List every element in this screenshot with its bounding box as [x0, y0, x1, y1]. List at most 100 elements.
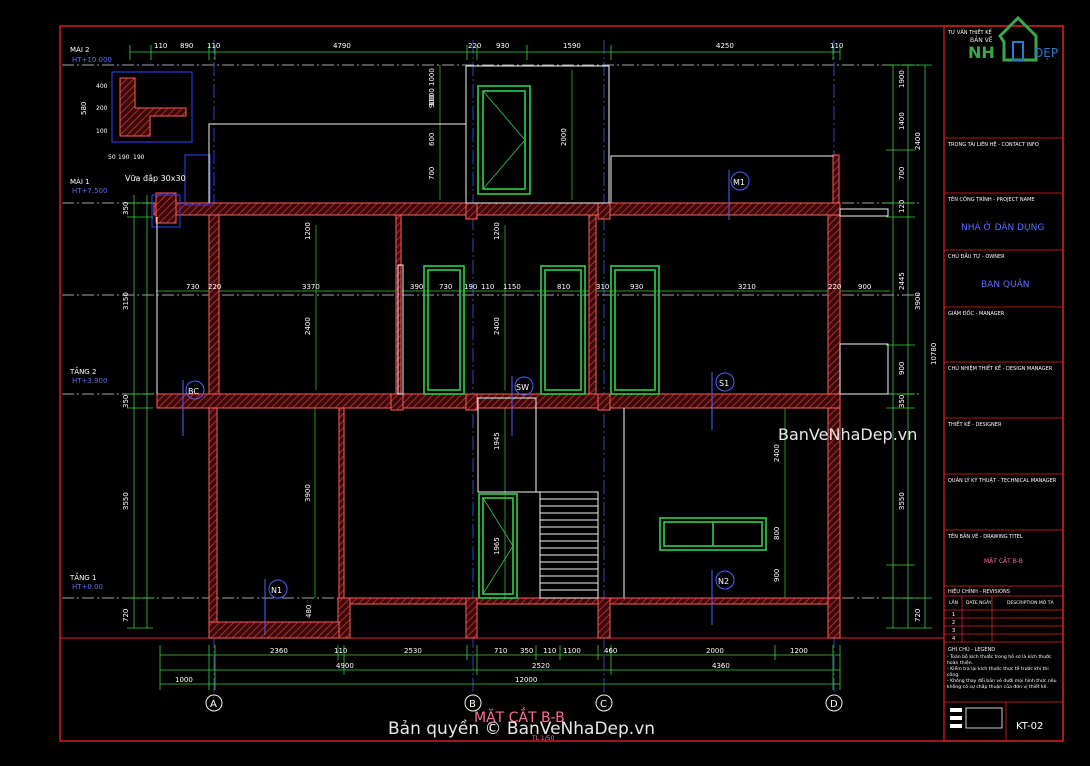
top-dimension-chain	[129, 45, 841, 60]
vertical-dim-text: 580 3150 3550 350 350 720 480 1000 1000 …	[80, 68, 938, 622]
vdim-left-6: 720	[122, 609, 130, 622]
logo-dep: ĐẸP	[1034, 46, 1058, 60]
dim-bottom-7: 1100	[563, 647, 581, 655]
inner-vertical-dims	[314, 65, 786, 598]
level-floor2-elev: HT+3.900	[72, 377, 107, 385]
vdim-in-3: 900	[428, 95, 436, 108]
title-block-frame	[943, 25, 1064, 742]
dim-small-5: 200	[96, 105, 108, 112]
dim-bottom-2: 110	[334, 647, 347, 655]
tb-rev-4: 4	[952, 636, 955, 642]
vdim-in-15: 800	[773, 527, 781, 540]
tb-project-name: NHÀ Ở DÂN DỤNG	[961, 221, 1044, 233]
wall-cap-label: Vữa đắp 30x30	[125, 173, 186, 183]
dim-bottom-10: 1200	[790, 647, 808, 655]
title-block: BẢN VẼ NH ĐẸP	[944, 15, 1063, 741]
dim-bottom-5: 350	[520, 647, 533, 655]
dim-total: 12000	[515, 676, 537, 684]
level-roof1-elev: HT+7.500	[72, 187, 107, 195]
axis-label-b: B	[469, 699, 476, 710]
tb-rev-h1: LẦN	[949, 598, 958, 606]
vdim-right-11: 720	[914, 609, 922, 622]
level-roof2-name: MÁI 2	[70, 45, 90, 54]
logo: BẢN VẼ NH ĐẸP	[968, 15, 1058, 62]
tb-rev-h3: DESCRIPTION MÔ TẢ	[1007, 598, 1054, 606]
stair-outline	[539, 491, 599, 599]
title-block-text: TƯ VẤN THIẾT KẾ TRỌNG TÀI LIÊN HỆ - CONT…	[947, 28, 1057, 732]
vdim-in-11: 2000	[560, 128, 568, 146]
dim-bottom-6: 110	[543, 647, 556, 655]
dim-top-4: 4790	[333, 42, 351, 50]
title-block-rows	[944, 137, 1063, 741]
vertical-dimension-chains	[127, 64, 932, 629]
dim-small-1: 190	[118, 154, 130, 161]
stair	[539, 491, 599, 599]
logo-line1: BẢN VẼ	[970, 36, 993, 44]
dim-bottom2-1: 4900	[336, 662, 354, 670]
copyright-text: Bản quyền © BanVeNhaDep.vn	[388, 718, 655, 739]
vdim-left-4: 350	[122, 202, 130, 215]
vdim-right-2: 1400	[898, 112, 906, 130]
watermark: BanVeNhaDep.vn	[778, 425, 917, 444]
dim-small-6: 100	[96, 128, 108, 135]
dim-inner-11: 3210	[738, 283, 756, 291]
vdim-right-9: 350	[898, 395, 906, 408]
marker-sw: SW	[516, 383, 529, 392]
tb-drawing-title: MẶT CẮT B-B	[984, 557, 1023, 565]
axis-label-a: A	[210, 699, 217, 710]
tb-label-consultant: TƯ VẤN THIẾT KẾ	[947, 28, 992, 36]
dim-bottom-9: 2000	[706, 647, 724, 655]
vdim-in-1: 1000	[428, 68, 436, 86]
dim-small-4: 400	[96, 83, 108, 90]
dim-bottom-3: 2530	[404, 647, 422, 655]
tb-label-owner: CHỦ ĐẦU TƯ - OWNER	[948, 252, 1005, 260]
tb-revisions-title: HIỆU CHỈNH - REVISIONS	[948, 587, 1010, 595]
vdim-in-12: 1945	[493, 432, 501, 450]
tb-label-technical: QUẢN LÝ KỸ THUẬT - TECHNICAL MANAGER	[948, 476, 1057, 484]
structure	[119, 77, 841, 639]
axis-label-d: D	[830, 699, 838, 710]
vdim-in-6: 1200	[304, 222, 312, 240]
dim-inner-7: 1150	[503, 283, 521, 291]
dim-inner-5: 190	[464, 283, 477, 291]
tb-sheet-number: KT-02	[1016, 721, 1043, 732]
legend-line: - Không thay đổi bản vẽ dưới mọi hình th…	[947, 679, 1057, 690]
vdim-right-4: 700	[898, 167, 906, 180]
vdim-in-5: 700	[428, 167, 436, 180]
dim-top-7: 1590	[563, 42, 581, 50]
dim-inner-14: 900	[858, 283, 871, 291]
tb-rev-3: 3	[952, 628, 955, 634]
dim-inner-8: 810	[557, 283, 570, 291]
vdim-left-7: 480	[305, 605, 313, 618]
door-icon	[1012, 41, 1024, 61]
dim-left-outer: 1000	[175, 676, 193, 684]
level-roof2-elev: HT+10.000	[72, 56, 112, 64]
axis-label-c: C	[600, 699, 607, 710]
vdim-left-1: 580	[80, 102, 88, 115]
vdim-in-16: 900	[773, 569, 781, 582]
axis-bubbles	[205, 694, 843, 712]
level-floor1-name: TẦNG 1	[69, 572, 96, 582]
dim-bottom-1: 2360	[270, 647, 288, 655]
tb-label-drawing-title: TÊN BẢN VẼ - DRAWING TITEL	[947, 532, 1023, 540]
parapet-detail	[111, 71, 211, 228]
text-layer: MÁI 2 HT+10.000 MÁI 1 HT+7.500 TẦNG 2 HT…	[69, 42, 917, 742]
tb-label-contact: TRỌNG TÀI LIÊN HỆ - CONTACT INFO	[947, 140, 1039, 148]
tb-rev-1: 1	[952, 612, 955, 618]
dim-bottom-8: 460	[604, 647, 617, 655]
dim-bottom2-3: 4360	[712, 662, 730, 670]
tb-owner-name: BAN QUẢN	[981, 278, 1030, 290]
dim-bottom2-2: 2520	[532, 662, 550, 670]
dim-inner-13: 220	[208, 283, 221, 291]
dim-top-9: 110	[830, 42, 843, 50]
dim-inner-10: 930	[630, 283, 643, 291]
outline-lines	[156, 65, 889, 598]
tb-legend-title: GHI CHÚ - LEGEND	[948, 646, 995, 653]
vdim-right-5: 120	[898, 200, 906, 213]
doors	[397, 85, 767, 599]
vdim-in-7: 2400	[304, 317, 312, 335]
tb-rev-2: 2	[952, 620, 955, 626]
dim-small-3: 190	[133, 154, 145, 161]
dim-small-2: 50	[108, 154, 116, 161]
